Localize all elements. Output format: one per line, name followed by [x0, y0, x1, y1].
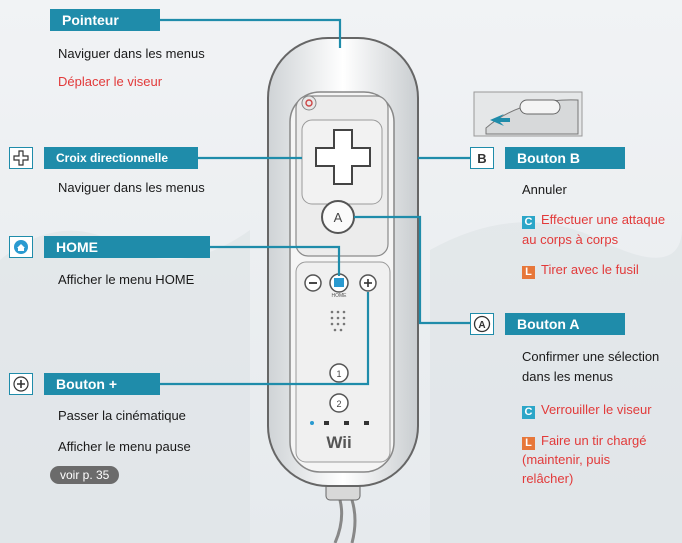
plus-desc-pause: Afficher le menu pause	[58, 439, 191, 454]
wii-logo: Wii	[326, 433, 351, 452]
bouton-b-c-action-cont: au corps à corps	[522, 232, 619, 247]
c-badge: C	[522, 216, 535, 229]
svg-text:A: A	[478, 320, 485, 331]
home-header: HOME	[44, 236, 210, 258]
l-badge: L	[522, 437, 535, 450]
a-button-graphic-label: A	[334, 210, 343, 225]
dpad-graphic	[315, 129, 371, 185]
plus-icon	[9, 373, 33, 395]
svg-text:2: 2	[336, 399, 341, 409]
pointeur-desc-menus: Naviguer dans les menus	[58, 46, 205, 61]
bouton-a-header: Bouton A	[505, 313, 625, 335]
svg-text:1: 1	[336, 369, 341, 379]
bouton-a-l-action-cont1: (maintenir, puis	[522, 452, 611, 467]
bouton-a-l-action-cont2: relâcher)	[522, 471, 574, 486]
c-badge: C	[522, 406, 535, 419]
croix-header: Croix directionnelle	[44, 147, 198, 169]
svg-text:HOME: HOME	[332, 293, 348, 299]
home-desc: Afficher le menu HOME	[58, 272, 195, 287]
croix-desc: Naviguer dans les menus	[58, 180, 205, 195]
pointeur-desc-viseur: Déplacer le viseur	[58, 74, 163, 89]
home-icon	[9, 236, 33, 258]
a-button-icon: A	[470, 313, 494, 335]
bouton-b-header: Bouton B	[505, 147, 625, 169]
bouton-b-desc: Annuler	[522, 182, 567, 197]
l-badge: L	[522, 266, 535, 279]
plus-header: Bouton +	[44, 373, 160, 395]
dpad-icon	[9, 147, 33, 169]
pointeur-header: Pointeur	[50, 9, 160, 31]
plus-desc-cinematique: Passer la cinématique	[58, 408, 186, 423]
page-reference-badge[interactable]: voir p. 35	[50, 466, 120, 484]
b-button-icon: B	[470, 147, 494, 169]
bouton-a-desc-line1: Confirmer une sélection	[522, 349, 660, 364]
bouton-a-desc-line2: dans les menus	[522, 369, 614, 384]
